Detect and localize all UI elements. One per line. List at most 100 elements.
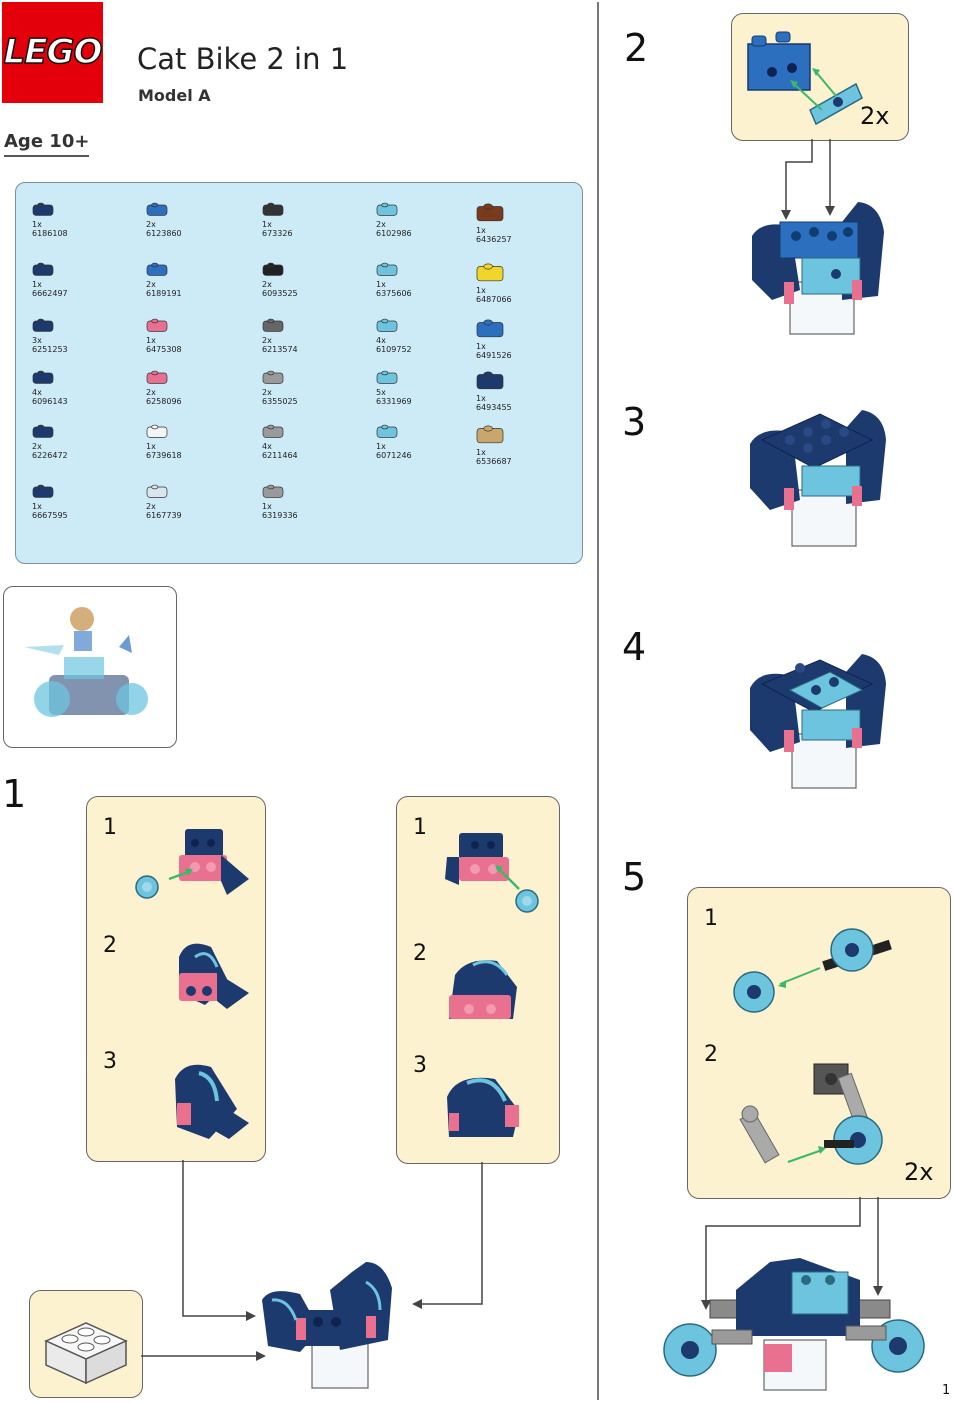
part-quantity: 1x	[376, 280, 386, 289]
step-2-callout-illustration	[747, 31, 863, 126]
white-brick-icon	[44, 1322, 128, 1385]
part-element-id: 6167739	[146, 511, 182, 520]
dark-blue-slope-icon	[32, 262, 54, 276]
part-element-id: 6475308	[146, 345, 182, 354]
part-element-id: 6093525	[262, 289, 298, 298]
model-subtitle: Model A	[138, 86, 211, 105]
blue-brick-icon	[146, 262, 168, 276]
wheel-hub-assembly-1	[733, 928, 892, 1013]
trans-clip-icon	[146, 484, 168, 498]
part-element-id: 6189191	[146, 289, 182, 298]
black-axle-icon	[262, 262, 284, 276]
part-quantity: 4x	[262, 442, 272, 451]
part-quantity: 3x	[32, 336, 42, 345]
cat-bike-preview-image	[24, 607, 148, 717]
grey-bar-icon	[262, 370, 284, 384]
age-label: Age 10+	[4, 131, 90, 157]
part-quantity: 5x	[376, 388, 386, 397]
lego-logo-text: LEGO	[3, 31, 103, 73]
dark-blue-bracket-icon	[32, 424, 54, 438]
part-element-id: 6739618	[146, 451, 182, 460]
step-5-model	[663, 1258, 925, 1391]
bracket-assembly-2	[449, 960, 517, 1019]
part-quantity: 1x	[476, 342, 486, 351]
part-quantity: 4x	[32, 388, 42, 397]
part-quantity: 1x	[146, 336, 156, 345]
white-brick-icon	[146, 424, 168, 438]
black-round-brick-icon	[262, 202, 284, 216]
substep-number: 2	[103, 933, 117, 958]
part-element-id: 6319336	[262, 511, 298, 520]
dark-blue-plate-icon	[32, 484, 54, 498]
substep-number: 1	[704, 906, 718, 931]
part-quantity: 1x	[476, 394, 486, 403]
pink-tile-icon	[146, 318, 168, 332]
part-element-id: 6331969	[376, 397, 412, 406]
part-quantity: 1x	[32, 220, 42, 229]
minifig-helmet-icon	[476, 319, 504, 338]
part-element-id: 6102986	[376, 229, 412, 238]
step-2-model	[752, 202, 884, 335]
bracket-assembly-1	[445, 833, 539, 913]
step-5-callout: 1 2 2x	[687, 887, 951, 1199]
aqua-jumper-plate-icon	[376, 370, 398, 384]
part-element-id: 6536687	[476, 457, 512, 466]
blue-slope-icon	[146, 202, 168, 216]
step-1-number: 1	[2, 772, 27, 816]
part-element-id: 673326	[262, 229, 293, 238]
aqua-round-tile-icon	[376, 202, 398, 216]
lego-logo: LEGO	[2, 2, 103, 103]
grey-hinge-icon	[262, 424, 284, 438]
part-element-id: 6071246	[376, 451, 412, 460]
substep-number: 3	[413, 1053, 427, 1078]
part-element-id: 6355025	[262, 397, 298, 406]
wheel-hub-assembly-2	[739, 1063, 883, 1165]
part-quantity: 2x	[262, 336, 272, 345]
part-element-id: 6186108	[32, 229, 68, 238]
step-3-number: 3	[622, 400, 647, 444]
step-2-callout: 2x	[731, 13, 909, 141]
step-5-number: 5	[622, 855, 647, 899]
minifig-torso-icon	[476, 371, 504, 390]
part-element-id: 6096143	[32, 397, 68, 406]
bracket-assembly-3	[447, 1077, 519, 1137]
part-quantity: 1x	[376, 442, 386, 451]
step-2-number: 2	[624, 26, 649, 70]
part-element-id: 6662497	[32, 289, 68, 298]
step-3-model	[750, 410, 886, 547]
part-element-id: 6667595	[32, 511, 68, 520]
step-1-left-illustrations	[135, 829, 249, 1139]
part-element-id: 6251253	[32, 345, 68, 354]
part-element-id: 6436257	[476, 235, 512, 244]
step-2-multiplier: 2x	[860, 102, 890, 130]
part-quantity: 1x	[262, 220, 272, 229]
part-quantity: 1x	[32, 502, 42, 511]
page-title: Cat Bike 2 in 1	[137, 42, 349, 76]
column-divider	[597, 2, 599, 1400]
grey-plate-icon	[262, 484, 284, 498]
part-quantity: 1x	[146, 442, 156, 451]
part-quantity: 2x	[146, 388, 156, 397]
